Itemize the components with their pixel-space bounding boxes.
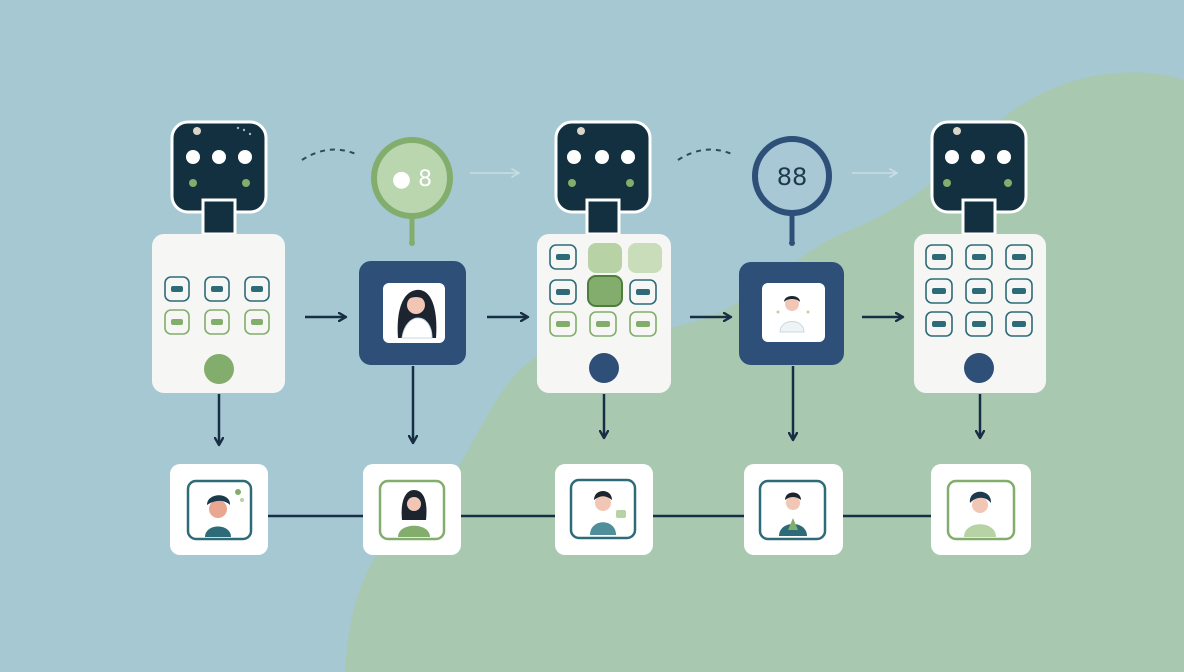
dashed-connector xyxy=(301,148,359,161)
avatar-card-1 xyxy=(170,464,268,555)
person-avatar-icon xyxy=(590,491,626,535)
status-dot xyxy=(964,353,994,383)
person-portrait-icon xyxy=(776,296,810,333)
pin-marker-1: ● 8 xyxy=(371,137,453,246)
pin-marker-2: 88 xyxy=(752,136,832,246)
robot-device-3 xyxy=(914,120,1046,393)
status-dot xyxy=(589,353,619,383)
person-avatar-icon xyxy=(205,489,244,537)
dashed-connector xyxy=(677,148,735,161)
status-dot xyxy=(204,354,234,384)
avatar-card-2 xyxy=(363,464,461,555)
avatar-card-5 xyxy=(931,464,1031,555)
person-avatar-icon xyxy=(398,490,430,537)
robot-device-1 xyxy=(152,120,285,393)
person-avatar-icon xyxy=(964,491,996,537)
person-avatar-icon xyxy=(779,492,807,536)
focus-card-woman xyxy=(359,261,466,365)
avatar-card-4 xyxy=(744,464,843,555)
woman-portrait-icon xyxy=(397,289,437,339)
focus-card-person xyxy=(739,262,844,365)
avatar-card-3 xyxy=(555,464,653,555)
pin-glyph: ● 8 xyxy=(392,167,432,192)
robot-device-2 xyxy=(537,120,671,393)
pin-glyph: 88 xyxy=(777,163,808,191)
